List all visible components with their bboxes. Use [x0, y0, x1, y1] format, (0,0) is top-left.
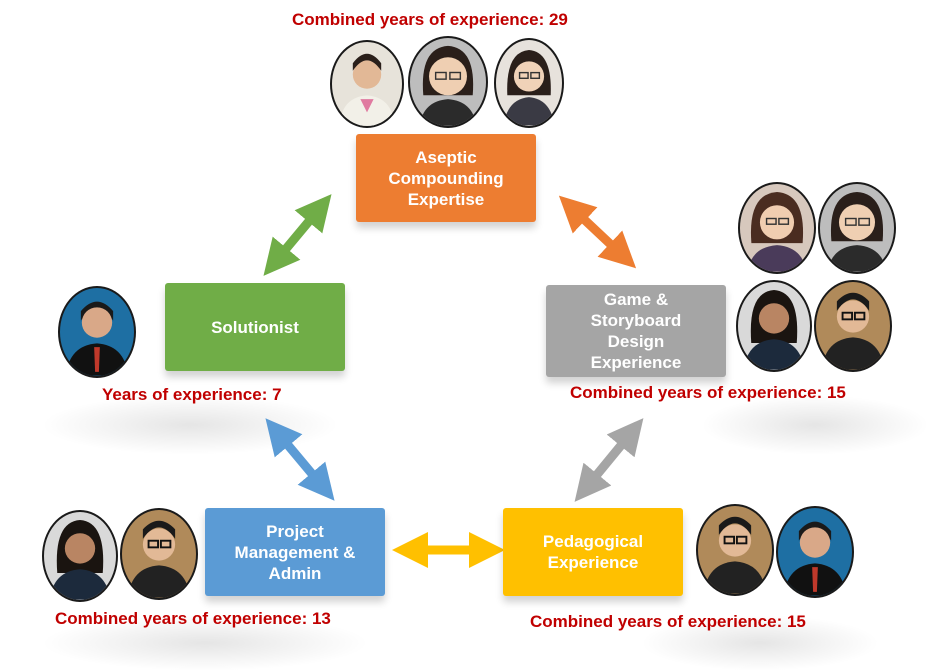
person-photo-avatar — [120, 508, 198, 600]
person-photo-avatar — [814, 280, 892, 372]
caption-shadow — [640, 615, 880, 671]
person-photo-avatar — [818, 182, 896, 274]
caption-shadow — [700, 395, 930, 455]
node-project-management: Project Management & Admin — [205, 508, 385, 596]
arrow-project-solutionist — [265, 418, 335, 501]
node-aseptic-compounding: Aseptic Compounding Expertise — [356, 134, 536, 222]
person-photo-avatar — [42, 510, 118, 602]
node-pedagogical: Pedagogical Experience — [503, 508, 683, 596]
person-photo-avatar — [738, 182, 816, 274]
person-photo-avatar — [736, 280, 812, 372]
caption-project: Combined years of experience: 13 — [55, 609, 331, 628]
person-photo-avatar — [696, 504, 774, 596]
caption-pedagogical: Combined years of experience: 15 — [530, 612, 806, 631]
caption-solutionist: Years of experience: 7 — [102, 385, 282, 404]
node-game-storyboard: Game & Storyboard Design Experience — [546, 285, 726, 377]
arrow-solutionist-aseptic — [263, 194, 332, 276]
person-photo-avatar — [408, 36, 488, 128]
arrow-game-pedagogical — [574, 418, 644, 502]
caption-game: Combined years of experience: 15 — [570, 383, 846, 402]
person-photo-avatar — [776, 506, 854, 598]
person-photo-avatar — [494, 38, 564, 128]
caption-aseptic: Combined years of experience: 29 — [292, 10, 568, 29]
node-solutionist: Solutionist — [165, 283, 345, 371]
person-photo-avatar — [330, 40, 404, 128]
person-photo-avatar — [58, 286, 136, 378]
arrow-aseptic-game — [558, 195, 637, 269]
caption-shadow — [40, 615, 370, 671]
